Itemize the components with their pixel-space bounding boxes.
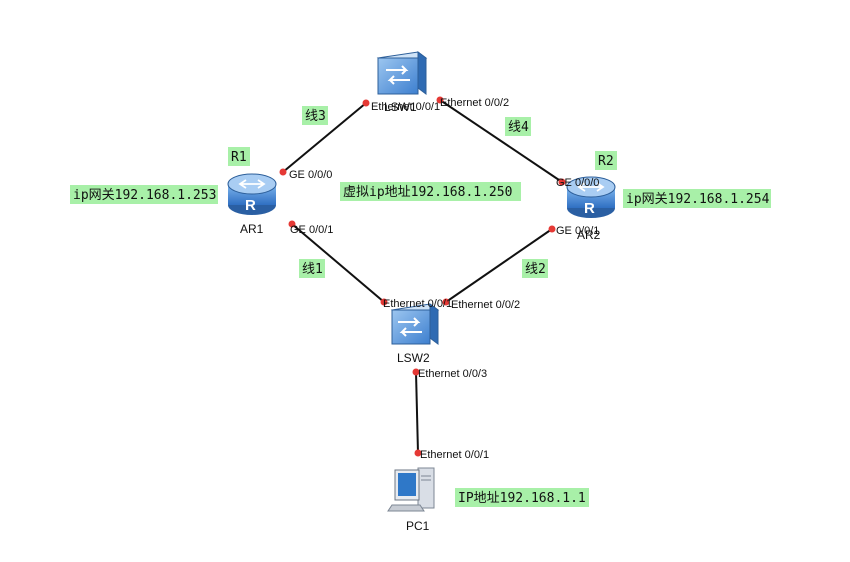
port-dot [548,225,556,233]
svg-text:R: R [584,200,595,217]
svg-text:线2: 线2 [525,262,546,277]
note-line4: 线4 [505,117,531,136]
note-r2: R2 [595,151,617,170]
note-pc-ip: IP地址192.168.1.1 [455,488,589,507]
port-dot [288,220,296,228]
link-lsw1-ar1[interactable] [282,102,367,173]
port-label-pc1-e1: Ethernet 0/0/1 [420,449,489,461]
svg-text:ip网关192.168.1.254: ip网关192.168.1.254 [626,192,770,207]
svg-text:线4: 线4 [508,120,529,135]
link-lsw2-pc1[interactable] [415,371,419,454]
port-label-ar1-ge1: GE 0/0/1 [290,224,333,236]
note-line1: 线1 [299,259,325,278]
note-virtual-ip: 虚拟ip地址192.168.1.250 [340,182,521,201]
switch-icon [390,303,440,345]
note-r1: R1 [228,147,250,166]
device-label-ar1: AR1 [240,222,264,236]
link-ar2-lsw2[interactable] [445,228,553,303]
svg-text:R: R [245,197,256,214]
port-label-lsw2-e2: Ethernet 0/0/2 [451,299,520,311]
port-dot [558,178,566,186]
port-dot [414,449,422,457]
port-label-ar1-ge0: GE 0/0/0 [289,169,332,181]
switch-icon [376,51,428,95]
port-label-ar2-ge0: GE 0/0/0 [556,177,599,189]
device-pc1[interactable]: PC1 [387,467,435,533]
port-label-ar2-ge1: GE 0/0/1 [556,225,599,237]
note-gateway-r1: ip网关192.168.1.253 [70,185,218,204]
svg-text:虚拟ip地址192.168.1.250: 虚拟ip地址192.168.1.250 [343,185,512,200]
router-icon: R [227,173,277,215]
port-label-lsw2-e3: Ethernet 0/0/3 [418,368,487,380]
link-ar1-lsw2[interactable] [291,223,385,303]
port-dot [380,298,388,306]
port-label-lsw1-e1: Ethernet 0/0/1 [371,101,440,113]
device-label-pc1: PC1 [406,519,430,533]
device-label-ar2: AR2 [577,228,601,242]
device-lsw2[interactable]: LSW2 [390,303,440,365]
port-dot [362,99,370,107]
svg-text:线1: 线1 [302,262,323,277]
note-line2: 线2 [522,259,548,278]
svg-text:IP地址192.168.1.1: IP地址192.168.1.1 [458,491,586,506]
pc-icon [387,467,435,512]
port-dot [412,368,420,376]
svg-text:R1: R1 [231,150,247,165]
device-label-lsw2: LSW2 [397,351,430,365]
note-gateway-r2: ip网关192.168.1.254 [623,189,771,208]
svg-text:线3: 线3 [305,109,326,124]
device-ar1[interactable]: R AR1 [227,173,277,236]
device-ar2[interactable]: R AR2 [566,176,616,242]
port-dot [442,298,450,306]
port-dot [279,168,287,176]
svg-text:R2: R2 [598,154,614,169]
port-label-lsw1-e2: Ethernet 0/0/2 [440,97,509,109]
device-lsw1[interactable]: LSW1 [376,51,428,114]
link-lsw1-ar2[interactable] [439,99,563,183]
device-label-lsw1: LSW1 [384,100,417,114]
svg-text:ip网关192.168.1.253: ip网关192.168.1.253 [73,188,216,203]
port-dot [436,96,444,104]
port-label-lsw2-e1: Ethernet 0/0/1 [383,298,452,310]
note-line3: 线3 [302,106,328,125]
router-icon: R [566,176,616,218]
